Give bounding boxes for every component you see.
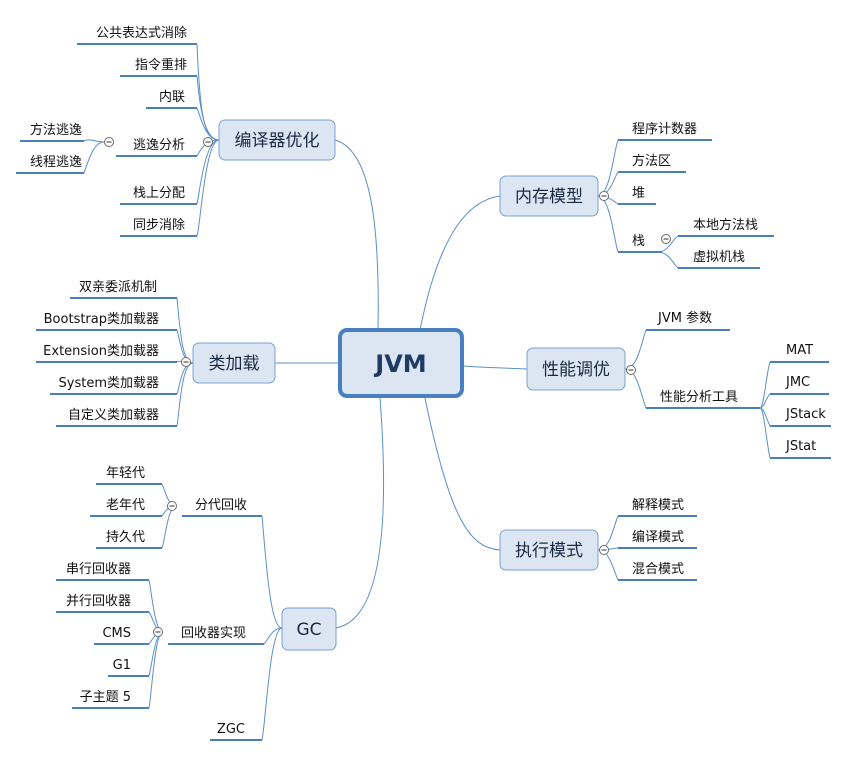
node-interp[interactable]: 解释模式 [632,498,684,513]
node-stack-alloc[interactable]: 栈上分配 [133,186,185,201]
collapse-toggle-icon[interactable] [104,137,114,147]
node-old[interactable]: 老年代 [106,498,145,513]
main-topic-label: 性能调优 [542,360,610,380]
node-vm-stack[interactable]: 虚拟机栈 [693,250,745,265]
branch-classloading: 双亲委派机制 Bootstrap类加载器 Extension类加载器 Syste… [36,280,194,427]
root-label: JVM [373,350,426,378]
collapse-toggle-icon[interactable] [181,357,191,367]
main-topic-compiler[interactable]: 编译器优化 [218,119,336,161]
node-method-escape[interactable]: 方法逃逸 [30,122,82,138]
node-compiled[interactable]: 编译模式 [632,530,684,545]
main-topic-label: 编译器优化 [235,131,320,151]
node-system[interactable]: System类加载器 [59,376,159,391]
root-connectors [275,139,528,629]
node-mat[interactable]: MAT [786,343,813,358]
node-reorder[interactable]: 指令重排 [135,57,187,73]
node-jstat[interactable]: JStat [785,439,816,454]
main-topic-label: 类加载 [209,354,260,374]
node-g1[interactable]: G1 [113,658,131,673]
node-escape[interactable]: 逃逸分析 [133,138,185,153]
node-cms[interactable]: CMS [102,626,131,641]
node-stack[interactable]: 栈 [632,234,645,249]
node-extension[interactable]: Extension类加载器 [43,344,159,359]
branch-tuning: JVM 参数 性能分析工具 MAT JMC JStack JStat [624,310,831,459]
collapse-toggle-icon[interactable] [599,545,609,555]
node-heap[interactable]: 堆 [632,186,645,201]
branch-compiler: 公共表达式消除 指令重排 内联 逃逸分析 方法逃逸 线程逃逸 栈上分配 同步消除 [16,26,220,237]
node-inline[interactable]: 内联 [159,89,185,105]
node-collectors[interactable]: 回收器实现 [181,626,246,641]
collapse-toggle-icon[interactable] [599,191,609,201]
node-serial[interactable]: 串行回收器 [66,562,131,577]
node-perm[interactable]: 持久代 [106,530,145,545]
node-method-area[interactable]: 方法区 [632,153,671,169]
node-zgc[interactable]: ZGC [217,722,245,737]
collapse-toggle-icon[interactable] [626,365,636,375]
main-topic-memory[interactable]: 内存模型 [499,175,599,217]
branch-exec: 解释模式 编译模式 混合模式 [597,498,697,581]
node-parallel[interactable]: 并行回收器 [66,594,131,609]
node-jmc[interactable]: JMC [785,375,810,390]
node-thread-escape[interactable]: 线程逃逸 [30,155,82,170]
collapse-toggle-icon[interactable] [661,234,671,244]
main-topic-exec[interactable]: 执行模式 [499,529,599,571]
node-sync-elim[interactable]: 同步消除 [133,218,185,233]
node-mixed[interactable]: 混合模式 [632,562,684,577]
node-perf-tools[interactable]: 性能分析工具 [660,390,738,405]
node-subtopic5[interactable]: 子主题 5 [80,690,131,705]
node-jvm-params[interactable]: JVM 参数 [657,310,712,326]
node-native-stack[interactable]: 本地方法栈 [693,217,758,233]
node-jstack[interactable]: JStack [785,407,826,422]
node-generational[interactable]: 分代回收 [195,498,247,513]
collapse-toggle-icon[interactable] [203,137,213,147]
main-topic-label: 执行模式 [515,541,583,561]
node-parent-delegation[interactable]: 双亲委派机制 [79,280,157,295]
node-cse[interactable]: 公共表达式消除 [96,26,187,41]
collapse-toggle-icon[interactable] [153,627,163,637]
node-bootstrap[interactable]: Bootstrap类加载器 [44,312,159,327]
collapse-toggle-icon[interactable] [167,501,177,511]
main-topic-label: GC [296,620,321,640]
root-topic[interactable]: JVM [338,328,464,398]
main-topic-gc[interactable]: GC [281,607,337,651]
node-pc[interactable]: 程序计数器 [632,122,697,137]
main-topic-tuning[interactable]: 性能调优 [526,347,626,391]
branch-memory: 程序计数器 方法区 堆 栈 本地方法栈 虚拟机栈 [597,122,774,269]
node-custom[interactable]: 自定义类加载器 [68,408,159,423]
main-topic-classloading[interactable]: 类加载 [192,342,276,384]
main-topic-label: 内存模型 [515,187,583,207]
node-young[interactable]: 年轻代 [106,466,145,481]
branch-gc: 分代回收 年轻代 老年代 持久代 回收器实现 串行回收器 并行回收器 CMS G… [56,466,283,741]
